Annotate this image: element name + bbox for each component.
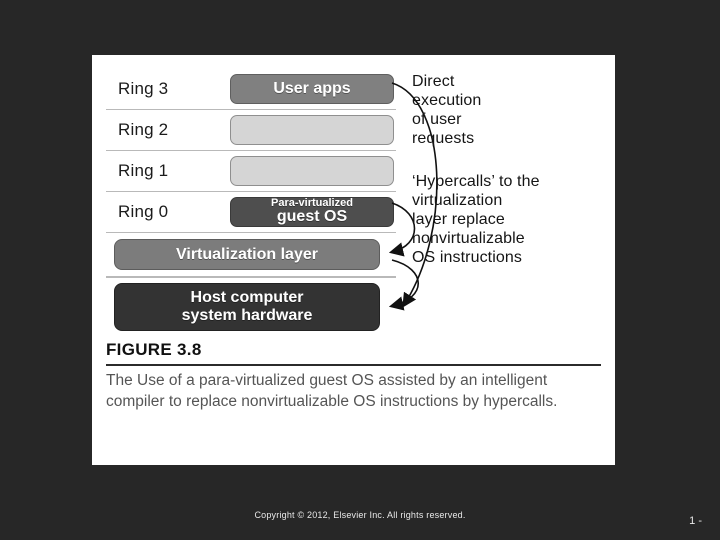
ring-label-2: Ring 2 xyxy=(118,120,169,139)
annotation-hypercalls: ‘Hypercalls’ to the virtualization layer… xyxy=(412,173,540,266)
user-apps-label: User apps xyxy=(273,79,351,97)
guest-os-label: guest OS xyxy=(276,208,348,226)
ring-row-3: Ring 3 User apps xyxy=(106,69,396,110)
ring-label-1: Ring 1 xyxy=(118,161,169,180)
host-hardware-line-1: Host computer xyxy=(190,289,304,307)
annotation-direct-execution: Direct execution of user requests xyxy=(412,73,482,147)
copyright-notice: Copyright © 2012, Elsevier Inc. All righ… xyxy=(254,510,466,520)
ring-row-0: Ring 0 Para-virtualized guest OS xyxy=(106,192,396,233)
figure-panel: Ring 3 User apps Ring 2 Ring 1 Ring 0 xyxy=(92,55,615,465)
ring-label-3: Ring 3 xyxy=(118,79,169,98)
ring-2-box xyxy=(230,115,394,145)
virtualization-layer-label: Virtualization layer xyxy=(176,245,318,263)
ring-row-2: Ring 2 xyxy=(106,110,396,151)
ring-stack: Ring 3 User apps Ring 2 Ring 1 Ring 0 xyxy=(106,69,396,233)
guest-os-box: Para-virtualized guest OS xyxy=(230,197,394,227)
virtualization-layer-box: Virtualization layer xyxy=(114,239,380,270)
user-apps-box: User apps xyxy=(230,74,394,104)
figure-caption: FIGURE 3.8 The Use of a para-virtualized… xyxy=(106,340,601,413)
page-number: 1 - xyxy=(689,515,702,527)
ring-1-box xyxy=(230,156,394,186)
figure-caption-rule xyxy=(106,364,601,366)
para-virtualized-label: Para-virtualized xyxy=(271,197,353,210)
host-hardware-line-2: system hardware xyxy=(181,307,313,324)
ring-label-0: Ring 0 xyxy=(118,202,169,221)
host-hardware-box: Host computer system hardware xyxy=(114,283,380,331)
figure-caption-body: The Use of a para-virtualized guest OS a… xyxy=(106,372,558,410)
separator-line-lower xyxy=(106,276,396,278)
ring-row-1: Ring 1 xyxy=(106,151,396,192)
figure-caption-title: FIGURE 3.8 xyxy=(106,340,202,359)
